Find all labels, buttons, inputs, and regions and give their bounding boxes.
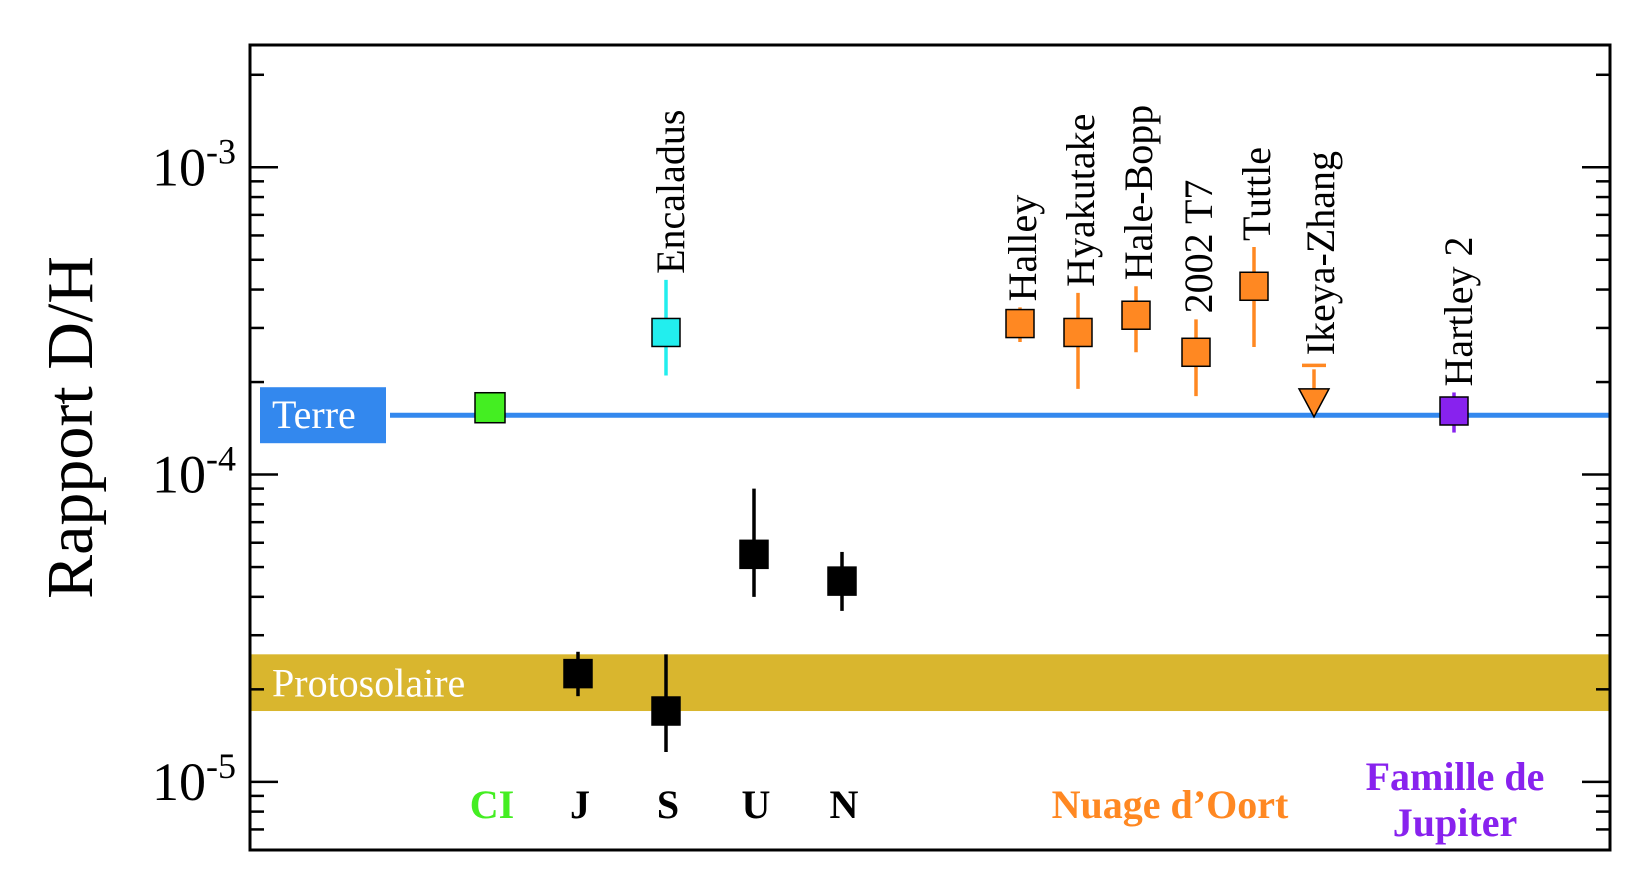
point-name-label: Hartley 2 (1436, 237, 1481, 387)
group-label: S (657, 782, 679, 827)
point-name-label: Ikeya-Zhang (1298, 151, 1343, 355)
data-point-square (827, 566, 857, 596)
point-name-label: Tuttle (1234, 147, 1279, 241)
point-name-label: Encaladus (648, 110, 693, 274)
data-point-square (739, 539, 769, 570)
group-label: J (570, 782, 590, 827)
data-point-square (1239, 271, 1269, 302)
earth-label: Terre (272, 392, 356, 437)
group-label: N (830, 782, 859, 827)
group-label: U (742, 782, 771, 827)
point-name-label: Hale-Bopp (1116, 105, 1161, 281)
data-point-square (1121, 300, 1151, 330)
data-point-square (563, 658, 593, 689)
point-name-label: Halley (1000, 195, 1045, 302)
protosolar-band-layer: Protosolaire (250, 654, 1610, 712)
data-point-square (1063, 317, 1093, 348)
y-tick-label: 10-5 (152, 746, 236, 812)
data-point-square (651, 696, 681, 726)
group-label: Famille de (1366, 754, 1545, 799)
protosolar-band (250, 654, 1610, 712)
data-point-square (1181, 337, 1211, 368)
plot-frame (248, 43, 1612, 852)
data-point-square (474, 391, 506, 424)
y-tick-labels: 10-5 10-4 10-3 (152, 131, 236, 812)
data-point-triangle (1297, 388, 1331, 419)
group-label-line2: Jupiter (1393, 800, 1517, 845)
data-points (474, 247, 1469, 753)
data-point-square (1005, 308, 1035, 339)
group-label: CI (470, 782, 514, 827)
axis-ticks (250, 73, 1610, 852)
group-label: Nuage d’Oort (1052, 782, 1289, 827)
earth-line-layer: Terre (260, 387, 1610, 444)
earth-label-box (260, 387, 386, 444)
data-point-square (651, 317, 681, 348)
protosolar-band-label: Protosolaire (272, 661, 465, 706)
data-point-square (1439, 396, 1469, 426)
y-tick-label: 10-4 (152, 439, 236, 505)
y-axis-label: Rapport D/H (34, 256, 107, 599)
y-tick-label: 10-3 (152, 131, 236, 197)
point-name-label: Hyakutake (1058, 114, 1103, 287)
point-name-label: 2002 T7 (1176, 180, 1221, 314)
